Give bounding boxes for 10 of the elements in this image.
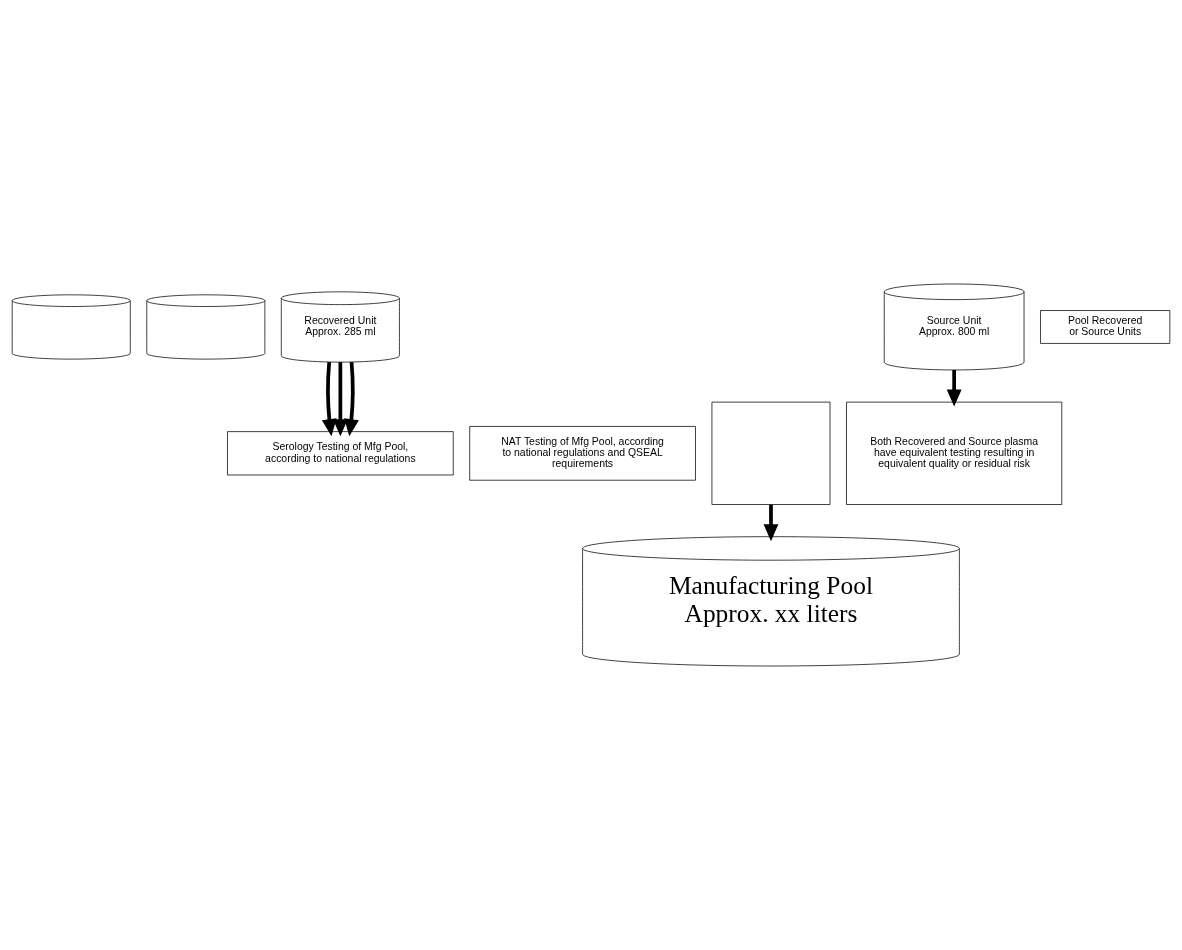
- node-box: Both Recovered and Source plasma have equivalent testing resulting in equivalent quality or residual risk: [846, 401, 1063, 505]
- node-box: Pool Recovered or Source Units: [1040, 310, 1171, 344]
- node-box: [711, 401, 831, 505]
- arrow: [946, 370, 962, 407]
- arrow: [344, 362, 359, 437]
- arrow: [763, 504, 779, 542]
- node-box: NAT Testing of Mfg Pool, according to national regulations and QSEAL requirements: [469, 426, 696, 481]
- arrow: [321, 362, 337, 437]
- arrow: [332, 362, 348, 437]
- node-box: Serology Testing of Mfg Pool, according to national regulations: [227, 431, 454, 476]
